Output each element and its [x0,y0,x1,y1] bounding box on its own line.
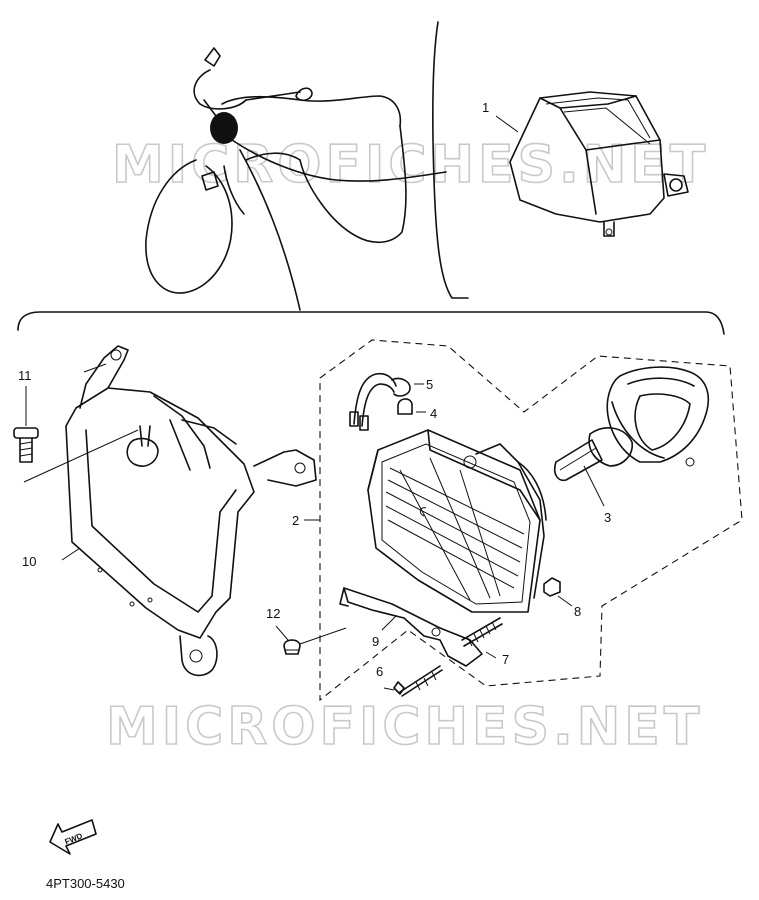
divider-line [432,21,469,299]
leader-7 [485,651,497,659]
leader-10 [61,547,81,561]
meter-unit [509,91,689,237]
callout-8: 8 [574,604,581,619]
part-code: 4PT300-5430 [46,876,125,891]
callout-11: 11 [18,368,32,383]
bolt-11 [13,427,39,463]
callout-12: 12 [266,606,280,621]
nut-8 [543,577,561,597]
callout-9: 9 [372,634,379,649]
bolt-6 [393,665,443,697]
leader-6 [383,687,395,691]
callout-5: 5 [426,377,433,392]
callout-2: 2 [292,513,299,528]
leader-3 [583,465,605,507]
leader-9 [381,615,397,631]
callout-1: 1 [482,100,489,115]
line-11-to-stay [23,429,139,483]
callout-7: 7 [502,652,509,667]
spring-7 [461,617,503,647]
callout-10: 10 [22,554,36,569]
headlight-stay [65,345,317,677]
fwd-arrow-icon: FWD [49,819,97,855]
motorcycle-inset [145,47,447,311]
line-12-to-bracket [299,627,347,645]
leader-8 [557,595,573,607]
screw-12 [283,639,301,655]
adjuster-bracket [339,587,483,667]
group-frame [17,311,725,335]
fwd-label: FWD [63,831,83,846]
callout-3: 3 [604,510,611,525]
callout-4: 4 [430,406,437,421]
position-bulb [397,398,413,415]
socket-cord [349,372,411,431]
callout-6: 6 [376,664,383,679]
headlight-group-boundary [319,339,743,702]
leader-12 [275,625,289,641]
watermark-bottom: MICROFICHES.NET [106,697,703,757]
headlight-unit [367,429,547,613]
bulb-and-socket [553,366,710,482]
leader-1 [495,115,519,133]
watermark-top: MICROFICHES.NET [112,135,709,195]
